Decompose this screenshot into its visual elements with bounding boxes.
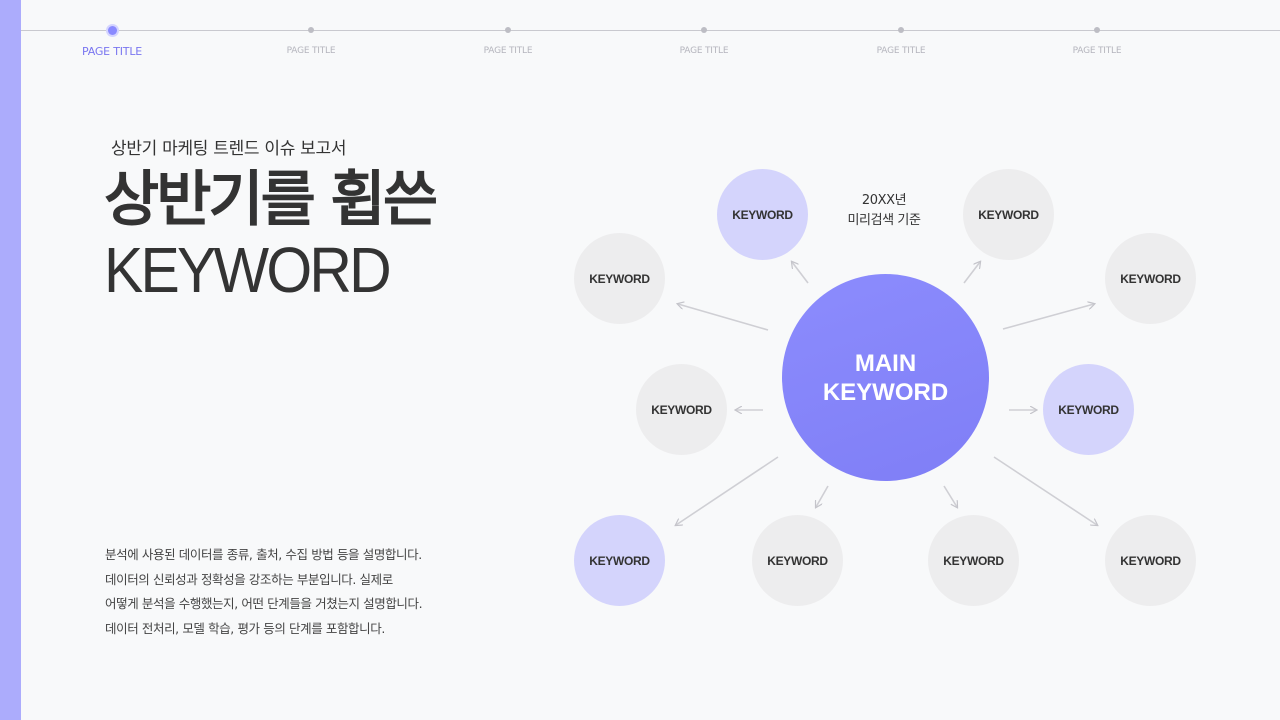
- nav-label: PAGE TITLE: [286, 46, 336, 56]
- nav-label: PAGE TITLE: [679, 46, 729, 56]
- nav-label: PAGE TITLE: [876, 46, 926, 56]
- keyword-node[interactable]: KEYWORD: [928, 515, 1019, 606]
- nav-item-6[interactable]: PAGE TITLE: [1027, 0, 1167, 70]
- nav-item-4[interactable]: PAGE TITLE: [634, 0, 774, 70]
- keyword-node[interactable]: KEYWORD: [717, 169, 808, 260]
- keyword-label: KEYWORD: [978, 207, 1039, 222]
- page-title-korean: 상반기를 휩쓴: [104, 165, 438, 235]
- nav-dot: [1094, 27, 1100, 33]
- description-line: 데이터 전처리, 모델 학습, 평가 등의 단계를 포함합니다.: [105, 620, 385, 636]
- keyword-node[interactable]: KEYWORD: [574, 515, 665, 606]
- nav-dot-active: [107, 25, 117, 35]
- note-basis: 미리검색 기준: [847, 213, 921, 228]
- nav-label: PAGE TITLE: [1072, 46, 1122, 56]
- keyword-node[interactable]: KEYWORD: [1105, 515, 1196, 606]
- page-title-english: KEYWORD: [104, 234, 392, 306]
- main-keyword-circle[interactable]: MAIN KEYWORD: [782, 274, 989, 481]
- nav-label: PAGE TITLE: [483, 46, 533, 56]
- keyword-label: KEYWORD: [1058, 402, 1119, 417]
- keyword-label: KEYWORD: [767, 553, 828, 568]
- keyword-label: KEYWORD: [589, 271, 650, 286]
- arrow-to-keyword-2: [963, 262, 980, 284]
- keyword-node[interactable]: KEYWORD: [574, 233, 665, 324]
- nav-item-1[interactable]: PAGE TITLE: [42, 0, 182, 70]
- keyword-label: KEYWORD: [589, 553, 650, 568]
- nav-item-5[interactable]: PAGE TITLE: [831, 0, 971, 70]
- keyword-label: KEYWORD: [1120, 271, 1181, 286]
- keyword-node[interactable]: KEYWORD: [752, 515, 843, 606]
- arrow-to-keyword-10: [993, 456, 1097, 525]
- nav-dot: [505, 27, 511, 33]
- keyword-label: KEYWORD: [732, 207, 793, 222]
- nav-timeline: [21, 30, 1280, 31]
- arrow-to-keyword-1: [792, 262, 809, 284]
- nav-label: PAGE TITLE: [82, 45, 142, 58]
- arrow-to-keyword-4: [1002, 304, 1094, 330]
- left-accent-bar: [0, 0, 21, 720]
- nav-dot: [701, 27, 707, 33]
- nav-item-2[interactable]: PAGE TITLE: [241, 0, 381, 70]
- keyword-node[interactable]: KEYWORD: [1105, 233, 1196, 324]
- report-subtitle: 상반기 마케팅 트렌드 이슈 보고서: [111, 139, 347, 159]
- description-line: 어떻게 분석을 수행했는지, 어떤 단계들을 거쳤는지 설명합니다.: [105, 596, 423, 611]
- arrow-to-keyword-7: [676, 456, 779, 525]
- nav-dot: [308, 27, 314, 33]
- arrow-to-keyword-9: [943, 485, 957, 507]
- nav-dot: [898, 27, 904, 33]
- nav-item-3[interactable]: PAGE TITLE: [438, 0, 578, 70]
- arrow-to-keyword-3: [678, 304, 769, 331]
- keyword-node[interactable]: KEYWORD: [1043, 364, 1134, 455]
- keyword-label: KEYWORD: [943, 553, 1004, 568]
- keyword-node[interactable]: KEYWORD: [963, 169, 1054, 260]
- main-keyword-line1: MAIN: [854, 349, 917, 377]
- main-keyword-line2: KEYWORD: [822, 378, 949, 406]
- keyword-label: KEYWORD: [651, 402, 712, 417]
- search-basis-note: 20XX년 미리검색 기준: [834, 191, 934, 231]
- note-year: 20XX년: [861, 193, 907, 208]
- description-block: 분석에 사용된 데이터를 종류, 출처, 수집 방법 등을 설명합니다. 데이터…: [105, 543, 505, 641]
- description-line: 분석에 사용된 데이터를 종류, 출처, 수집 방법 등을 설명합니다.: [105, 547, 422, 562]
- description-line: 데이터의 신뢰성과 정확성을 강조하는 부분입니다. 실제로: [105, 571, 393, 587]
- keyword-label: KEYWORD: [1120, 553, 1181, 568]
- keyword-node[interactable]: KEYWORD: [636, 364, 727, 455]
- arrow-to-keyword-8: [816, 485, 829, 507]
